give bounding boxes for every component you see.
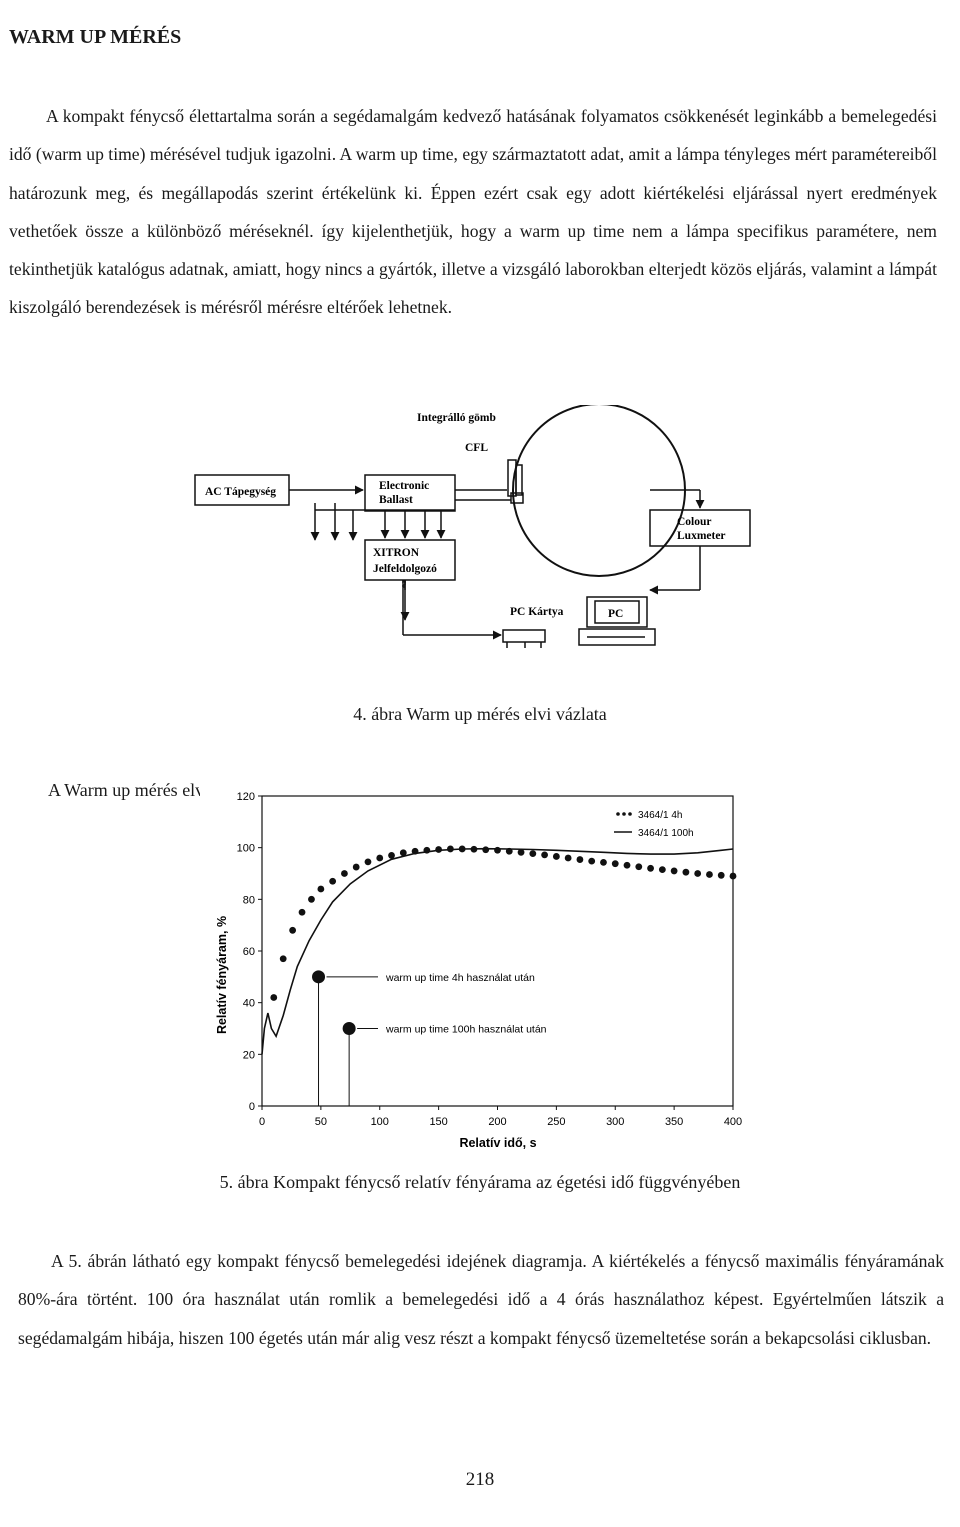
y-tick-label: 0 [249, 1101, 255, 1113]
pc-computer-icon [578, 596, 656, 646]
series-100h-line [261, 847, 734, 1055]
integrating-sphere-label: Integrálló gömb [417, 412, 496, 424]
ballast-label-1: Electronic [379, 480, 429, 492]
luxmeter-label-1: Colour [677, 516, 712, 528]
series-4h-point [529, 850, 537, 858]
y-tick-label: 20 [243, 1049, 255, 1061]
x-tick-label: 200 [488, 1116, 506, 1128]
y-tick-label: 40 [243, 998, 255, 1010]
legend-dot [622, 812, 626, 816]
series-4h-point [494, 846, 501, 854]
series-4h-point [317, 885, 325, 893]
section-heading: WARM UP MÉRÉS [9, 26, 182, 48]
ballast-box [364, 474, 456, 512]
xitron-label-1: XITRON [373, 547, 420, 559]
cfl-label: CFL [465, 442, 488, 454]
series-4h-point [399, 849, 407, 857]
series-4h-point [682, 868, 690, 876]
y-tick-label: 60 [243, 946, 255, 958]
series-4h-point [352, 863, 360, 871]
series-4h-point [308, 895, 315, 903]
series-4h-point [564, 854, 572, 862]
series-4h-point [694, 870, 702, 877]
series-4h-point [623, 861, 631, 869]
series-4h-point [670, 867, 678, 875]
x-tick-label: 300 [606, 1116, 624, 1128]
x-tick-label: 100 [371, 1116, 389, 1128]
series-4h-point [329, 877, 337, 885]
legend-dot [616, 812, 620, 816]
xitron-box [364, 539, 456, 581]
series-4h-point [289, 926, 297, 934]
series-4h-point [611, 860, 619, 868]
annotation-100h-label: warm up time 100h használat után [385, 1024, 547, 1036]
x-tick-label: 0 [259, 1116, 265, 1128]
figure5-caption: 5. ábra Kompakt fénycső relatív fényáram… [219, 1172, 741, 1192]
y-tick-label: 80 [243, 894, 255, 906]
x-tick-label: 350 [665, 1116, 683, 1128]
chart-x-axis-label: Relatív idő, s [459, 1136, 536, 1150]
series-4h-point [552, 853, 560, 860]
y-tick-label: 120 [237, 791, 255, 803]
x-tick-label: 250 [547, 1116, 565, 1128]
series-4h-point [517, 848, 525, 856]
signal-lines [289, 485, 705, 640]
y-tick-label: 100 [237, 843, 255, 855]
annotation-marker [312, 970, 326, 984]
x-tick-label: 50 [315, 1116, 327, 1128]
series-4h-point [279, 955, 287, 963]
x-tick-label: 150 [429, 1116, 447, 1128]
data-lines [400, 580, 410, 621]
figure4-caption: 4. ábra Warm up mérés elvi vázlata [353, 704, 607, 724]
series-4h-point [298, 908, 306, 916]
legend-dot [628, 812, 632, 816]
discussion-paragraph: A 5. ábrán látható egy kompakt fénycső b… [18, 1251, 944, 1348]
luxmeter-label-2: Luxmeter [677, 530, 726, 542]
measurement-diagram: Integrálló gömb CFL AC Tápegység Electro… [194, 405, 751, 648]
series-4h-point [588, 857, 596, 865]
chart-y-axis-label: Relatív fényáram, % [215, 916, 229, 1034]
series-4h-point [482, 846, 490, 854]
pc-card-icon [502, 629, 546, 648]
annotation-4h-label: warm up time 4h használat után [385, 972, 535, 984]
pc-label: PC [608, 608, 623, 620]
series-4h-point [541, 851, 548, 859]
series-4h-point [647, 864, 654, 872]
ac-power-label: AC Tápegység [205, 486, 276, 498]
series-4h-point [364, 858, 372, 866]
series-4h-point [576, 856, 584, 863]
cfl-lamp [507, 459, 524, 504]
series-4h-point [729, 872, 737, 880]
series-4h-point [270, 994, 278, 1001]
series-4h-point [341, 870, 348, 877]
series-4h-point [376, 854, 384, 862]
xitron-label-2: Jelfeldolgozó [373, 563, 437, 575]
annotation-marker [342, 1022, 356, 1035]
series-4h-point [388, 852, 395, 859]
ballast-label-2: Ballast [379, 494, 413, 506]
legend-label-4h: 3464/1 4h [638, 810, 683, 821]
x-tick-label: 400 [724, 1116, 742, 1128]
series-4h-point [635, 863, 643, 871]
intro-paragraph: A kompakt fénycső élettartalma során a s… [9, 106, 937, 318]
pc-card-label: PC Kártya [510, 606, 564, 618]
page-number: 218 [465, 1469, 495, 1490]
series-4h-point [600, 858, 607, 866]
series-4h-point [658, 866, 666, 874]
legend-label-100h: 3464/1 100h [638, 828, 694, 839]
series-4h-point [717, 871, 725, 879]
series-4h-point [706, 871, 713, 878]
